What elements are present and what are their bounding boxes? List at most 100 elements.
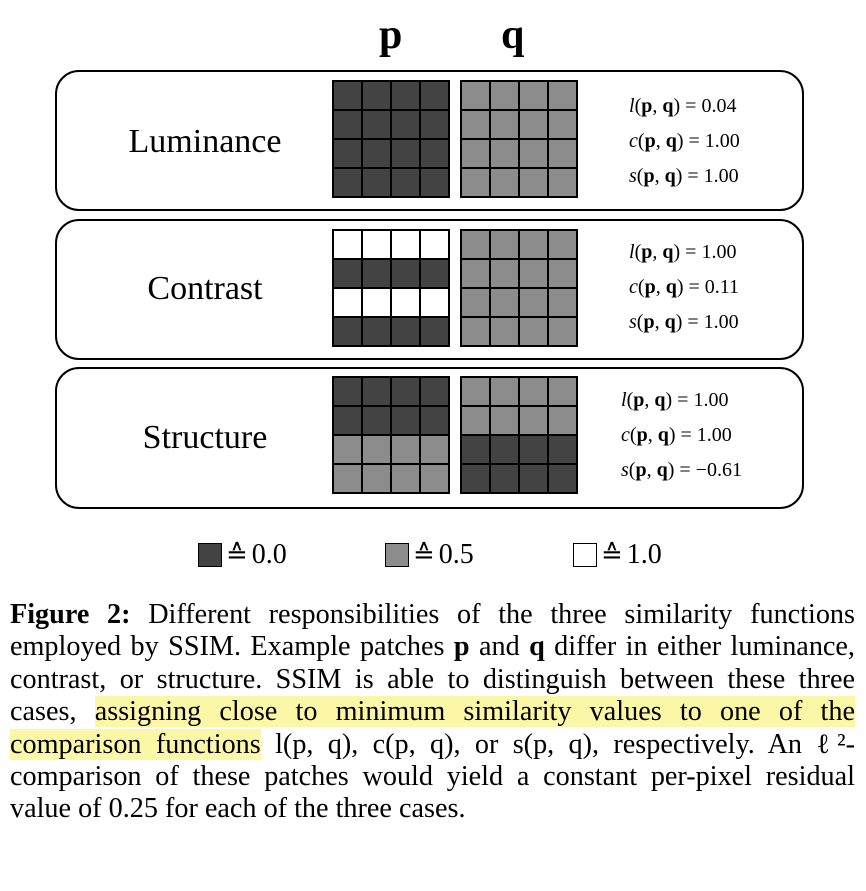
patch-cell: [391, 139, 420, 168]
patch-cell: [420, 81, 449, 110]
l-value: 1.00: [701, 241, 737, 263]
patch-cell: [420, 464, 449, 493]
patch-cell: [420, 377, 449, 406]
patch-cell: [362, 168, 391, 197]
patch-cell: [362, 259, 391, 288]
patch-cell: [362, 288, 391, 317]
patch-cell: [391, 288, 420, 317]
patch-cell: [333, 464, 362, 493]
patch-cell: [420, 406, 449, 435]
caption-text: differ in either luminance, contrast, or…: [10, 631, 855, 728]
patch-cell: [420, 168, 449, 197]
patch-cell: [548, 81, 577, 110]
patch-cell: [333, 139, 362, 168]
patch-cell: [490, 168, 519, 197]
legend-value: 1.0: [626, 539, 662, 570]
patch-cell: [333, 377, 362, 406]
patch-cell: [519, 110, 548, 139]
c-metric: c(p, q) = 1.00: [621, 424, 732, 446]
metrics: l(p, q) = 1.00 c(p, q) = 0.11 s(p, q) = …: [629, 235, 739, 340]
patch-cell: [362, 139, 391, 168]
patch-cell: [519, 230, 548, 259]
legend-swatch: [198, 543, 222, 567]
patch-cell: [519, 435, 548, 464]
patch-cell: [490, 317, 519, 346]
patch-cell: [362, 230, 391, 259]
caption-q: q: [529, 631, 545, 663]
patch-cell: [420, 288, 449, 317]
patch-cell: [333, 230, 362, 259]
patch-cell: [333, 317, 362, 346]
l-metric: l(p, q) = 1.00: [629, 241, 737, 263]
patch-cell: [490, 259, 519, 288]
patch-cell: [519, 406, 548, 435]
panel-label: Luminance: [128, 123, 282, 160]
s-metric: s(p, q) = 1.00: [629, 165, 739, 187]
patch-cell: [461, 259, 490, 288]
legend-item-mid: ≙ 0.5: [385, 539, 474, 570]
patch-cell: [548, 168, 577, 197]
metrics: l(p, q) = 0.04 c(p, q) = 1.00 s(p, q) = …: [629, 89, 740, 194]
patch-cell: [391, 317, 420, 346]
patch-cell: [548, 377, 577, 406]
patch-q: [460, 80, 578, 198]
patch-cell: [519, 139, 548, 168]
patch-cell: [461, 377, 490, 406]
patch-cell: [333, 81, 362, 110]
patch-cell: [461, 406, 490, 435]
patch-cell: [391, 81, 420, 110]
patch-cell: [420, 139, 449, 168]
patch-cell: [362, 464, 391, 493]
patch-cell: [519, 259, 548, 288]
col-header-q: q: [501, 12, 525, 58]
patch-cell: [420, 317, 449, 346]
l-value: 1.00: [693, 389, 729, 411]
patch-cell: [420, 259, 449, 288]
patch-cell: [333, 406, 362, 435]
hat-eq-symbol: ≙: [601, 540, 623, 569]
patch-cell: [461, 317, 490, 346]
legend-item-light: ≙ 1.0: [573, 539, 662, 570]
hat-eq-symbol: ≙: [226, 540, 248, 569]
patch-cell: [461, 230, 490, 259]
metrics: l(p, q) = 1.00 c(p, q) = 1.00 s(p, q) = …: [621, 383, 742, 488]
patch-cell: [333, 168, 362, 197]
patch-cell: [490, 288, 519, 317]
c-value: 1.00: [696, 424, 732, 446]
col-header-p: p: [379, 12, 403, 58]
l-value: 0.04: [701, 95, 737, 117]
patch-cell: [548, 464, 577, 493]
panel-label: Contrast: [147, 270, 263, 307]
legend-swatch: [573, 543, 597, 567]
patch-cell: [548, 317, 577, 346]
patch-cell: [548, 435, 577, 464]
patch-cell: [420, 110, 449, 139]
caption-lead: Figure 2:: [10, 599, 131, 630]
patch-cell: [519, 288, 548, 317]
patch-cell: [548, 230, 577, 259]
patch-cell: [490, 406, 519, 435]
patch-cell: [461, 81, 490, 110]
legend-value: 0.0: [251, 539, 287, 570]
caption-text: Different responsibilities of the three …: [10, 599, 855, 663]
panel-structure: Structure l(p, q) = 1.00 c(p, q) = 1.00 …: [55, 367, 804, 509]
patch-cell: [490, 435, 519, 464]
patch-cell: [548, 259, 577, 288]
patch-cell: [519, 377, 548, 406]
patch-cell: [519, 464, 548, 493]
patch-cell: [461, 464, 490, 493]
patch-q: [460, 376, 578, 494]
patch-cell: [333, 435, 362, 464]
patch-cell: [519, 168, 548, 197]
patch-cell: [362, 110, 391, 139]
patch-cell: [362, 435, 391, 464]
patch-cell: [461, 168, 490, 197]
hat-eq-symbol: ≙: [413, 540, 435, 569]
legend-item-dark: ≙ 0.0: [198, 539, 287, 570]
caption-p: p: [453, 631, 470, 663]
panel-contrast: Contrast l(p, q) = 1.00 c(p, q) = 0.11 s…: [55, 219, 804, 360]
patch-cell: [490, 81, 519, 110]
patch-cell: [548, 110, 577, 139]
patch-cell: [519, 317, 548, 346]
s-value: −0.61: [695, 459, 742, 481]
